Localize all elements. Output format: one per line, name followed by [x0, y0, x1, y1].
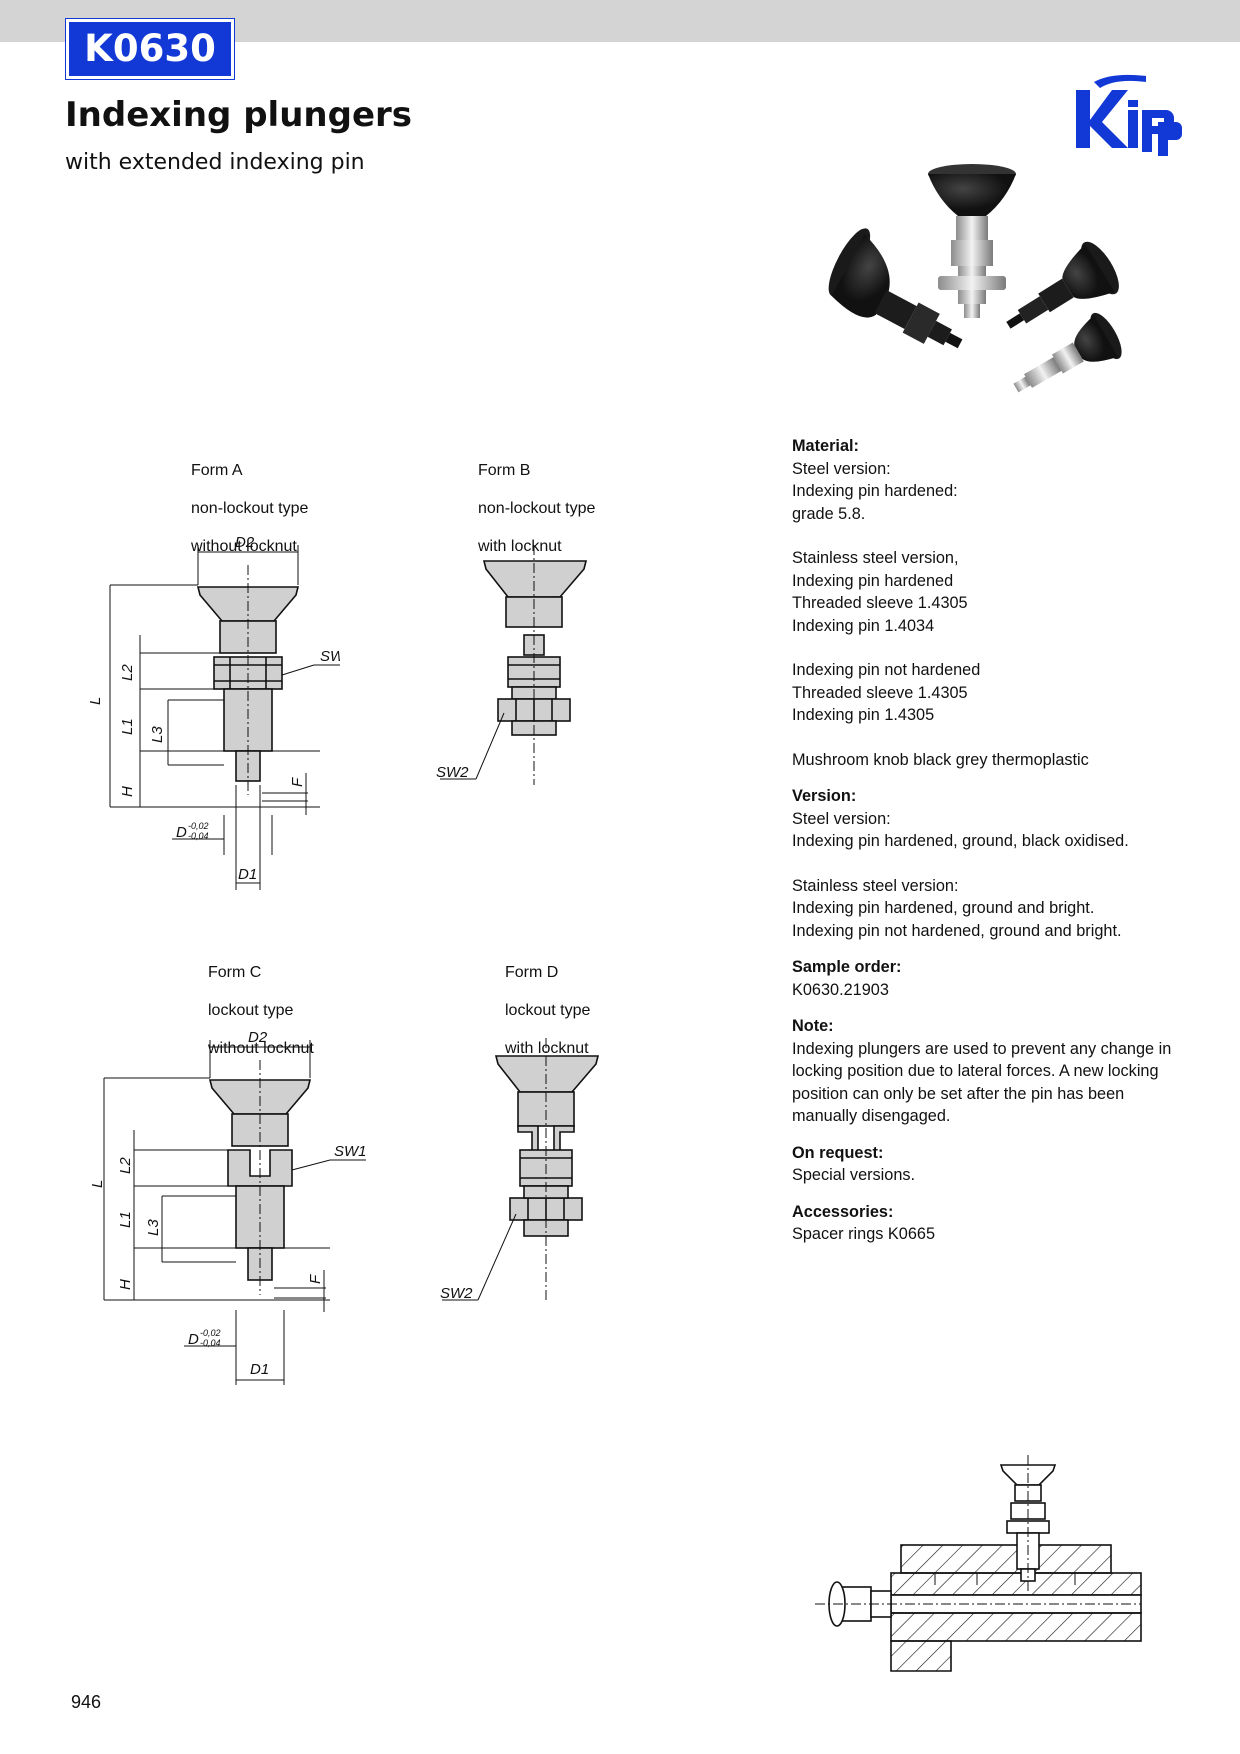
form-d-label: Form D lockout type with locknut	[505, 944, 590, 1077]
product-code-badge: K0630	[66, 19, 234, 79]
form-a-h-label: H	[119, 786, 136, 797]
form-b-type: non-lockout type	[478, 500, 596, 517]
on-request-heading: On request:	[792, 1143, 884, 1162]
form-c-d-label: D	[188, 1331, 199, 1348]
form-b-drawing: SW2	[436, 545, 588, 785]
version-stainless-line-1: Stainless steel version:	[792, 876, 959, 895]
on-request-value: Special versions.	[792, 1166, 916, 1184]
form-c-h-label: H	[117, 1279, 134, 1290]
form-d-sw2-label: SW2	[440, 1285, 473, 1302]
form-c-l2-label: L2	[117, 1157, 134, 1174]
form-a-l1-label: L1	[119, 718, 136, 735]
form-a-drawing: D2 SW1 L L2 L1 L3 H F D -0,02 -0,04 D1	[87, 534, 340, 890]
form-a-d2-label: D2	[235, 534, 255, 551]
form-c-title: Form C	[208, 964, 262, 981]
form-d-nut: with locknut	[505, 1040, 589, 1057]
form-c-type: lockout type	[208, 1002, 294, 1019]
form-a-l3-label: L3	[149, 726, 166, 743]
application-drawing	[815, 1455, 1142, 1672]
page-number: 946	[71, 1692, 102, 1712]
version-heading: Version:	[792, 787, 857, 805]
material-steel-line-1: Steel version:	[792, 459, 891, 478]
accessories-heading: Accessories:	[792, 1202, 894, 1221]
note-text: Indexing plungers are used to prevent an…	[792, 1039, 1172, 1126]
form-a-d-tol-upper: -0,02	[188, 821, 209, 831]
material-not-hardened-line-2: Threaded sleeve 1.4305	[792, 683, 968, 702]
form-c-l1-label: L1	[117, 1211, 134, 1228]
version-steel-line-2: Indexing pin hardened, ground, black oxi…	[792, 832, 1129, 850]
form-c-sw1-label: SW1	[334, 1143, 367, 1160]
form-c-l3-label: L3	[145, 1219, 162, 1236]
form-a-f-label: F	[289, 777, 306, 787]
note-heading: Note:	[792, 1017, 834, 1035]
form-c-d-tol-lower: -0,04	[200, 1338, 221, 1348]
material-not-hardened-line-3: Indexing pin 1.4305	[792, 706, 935, 724]
sample-order-value: K0630.21903	[792, 980, 889, 999]
form-a-sw1-label: SW1	[320, 648, 340, 665]
form-c-f-label: F	[307, 1274, 324, 1284]
form-b-title: Form B	[478, 462, 531, 479]
form-a-d1-label: D1	[238, 866, 257, 883]
form-a-d-tol-lower: -0,04	[188, 831, 209, 841]
form-a-nut: without locknut	[191, 538, 297, 555]
form-b-nut: with locknut	[478, 538, 562, 555]
material-knob: Mushroom knob black grey thermoplastic	[792, 750, 1089, 769]
material-heading: Material:	[792, 437, 859, 455]
form-a-title: Form A	[191, 462, 243, 479]
accessories-value: Spacer rings K0665	[792, 1225, 936, 1243]
form-a-type: non-lockout type	[191, 500, 309, 517]
form-a-l-label: L	[87, 697, 104, 705]
kipp-logo-icon	[1076, 74, 1182, 156]
form-b-sw2-label: SW2	[436, 764, 469, 781]
page-title: Indexing plungers	[65, 95, 413, 135]
material-steel-line-2: Indexing pin hardened:	[792, 482, 958, 500]
form-c-l-label: L	[90, 1180, 106, 1188]
specifications: Material: Steel version: Indexing pin ha…	[792, 435, 1192, 1246]
page-subtitle: with extended indexing pin	[65, 150, 365, 175]
material-stainless-line-3: Threaded sleeve 1.4305	[792, 594, 968, 612]
version-stainless-line-3: Indexing pin not hardened, ground and br…	[792, 921, 1122, 940]
material-stainless-line-2: Indexing pin hardened	[792, 571, 954, 590]
product-photo	[828, 164, 1122, 393]
form-d-type: lockout type	[505, 1002, 591, 1019]
version-steel-line-1: Steel version:	[792, 809, 891, 828]
form-c-d1-label: D1	[250, 1361, 269, 1378]
sample-order-heading: Sample order:	[792, 958, 902, 976]
form-a-l2-label: L2	[119, 664, 136, 681]
form-c-d-tol-upper: -0,02	[200, 1328, 221, 1338]
form-c-label: Form C lockout type without locknut	[208, 944, 314, 1077]
version-stainless-line-2: Indexing pin hardened, ground and bright…	[792, 899, 1095, 917]
form-d-title: Form D	[505, 964, 559, 981]
form-c-d2-label: D2	[248, 1029, 268, 1046]
form-b-label: Form B non-lockout type with locknut	[478, 442, 595, 575]
material-steel-line-3: grade 5.8.	[792, 504, 866, 523]
form-a-d-label: D	[176, 824, 187, 841]
form-c-nut: without locknut	[208, 1040, 314, 1057]
form-c-drawing: D2 SW1 L L2 L1 L3 H F D -0,02 -0,04 D1	[90, 1029, 367, 1385]
material-stainless-line-4: Indexing pin 1.4034	[792, 616, 935, 635]
material-stainless-line-1: Stainless steel version,	[792, 549, 959, 567]
form-a-label: Form A non-lockout type without locknut	[191, 442, 308, 575]
material-not-hardened-line-1: Indexing pin not hardened	[792, 661, 981, 679]
form-d-drawing: SW2	[440, 1038, 600, 1302]
